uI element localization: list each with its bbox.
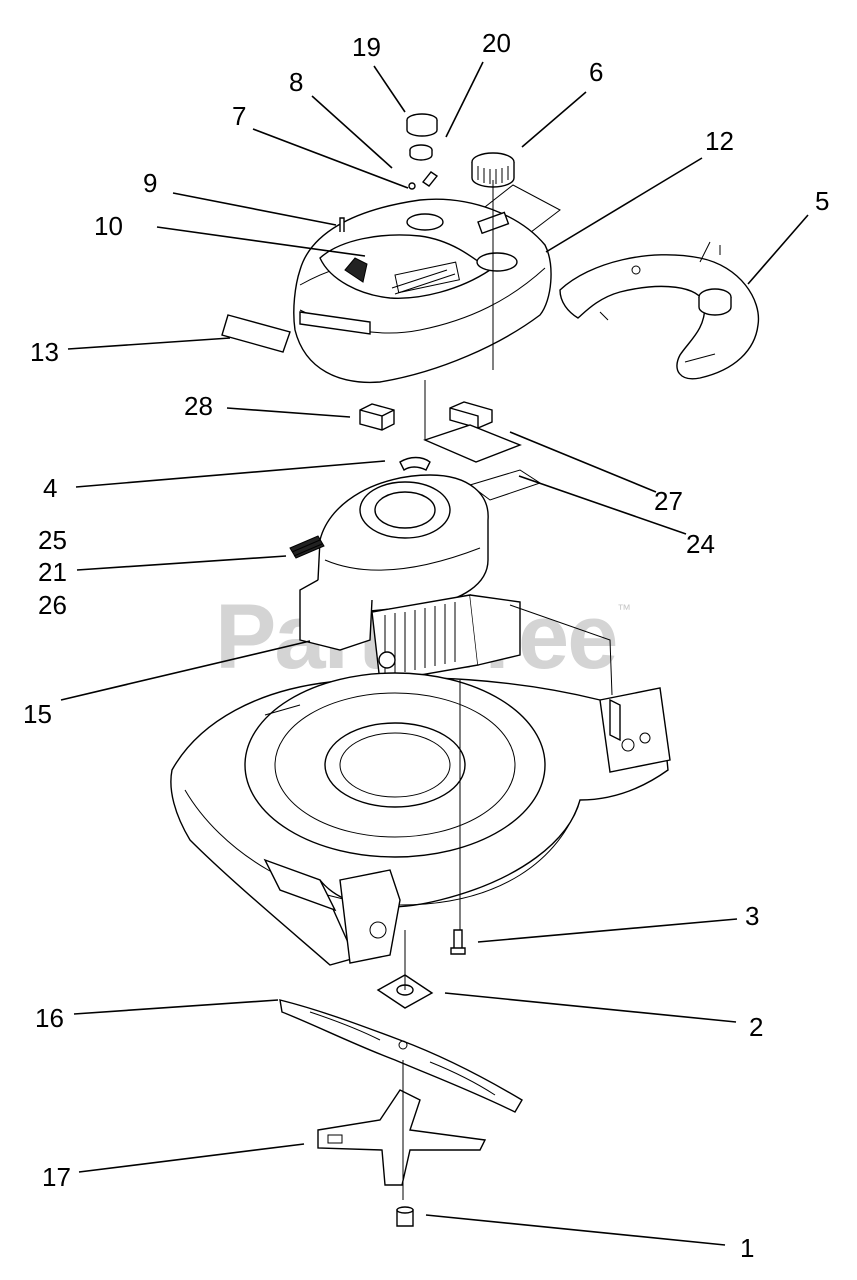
part-20-knob	[409, 144, 433, 161]
callout-19: 19	[352, 32, 381, 62]
part-19-cap	[406, 113, 438, 137]
watermark-trademark: ™	[617, 601, 631, 617]
part-3-bolt	[450, 929, 466, 955]
part-13-label	[221, 314, 291, 353]
leader-lines	[60, 61, 809, 1246]
callout-4: 4	[43, 473, 57, 503]
assembly-lines	[402, 180, 721, 1200]
part-15-engine	[289, 474, 521, 683]
callout-8: 8	[289, 67, 303, 97]
callout-7: 7	[232, 101, 246, 131]
callout-labels: 19 20 8 6 7 12 9 5 10 13 28 4 27 24 25 2…	[23, 28, 829, 1263]
part-5-side-cover	[559, 254, 760, 380]
callout-16: 16	[35, 1003, 64, 1033]
callout-2: 2	[749, 1012, 763, 1042]
part-27-gasket	[423, 424, 522, 463]
callout-5: 5	[815, 186, 829, 216]
callout-25: 25	[38, 525, 67, 555]
callout-26: 26	[38, 590, 67, 620]
part-16-blade	[279, 999, 523, 1113]
callout-17: 17	[42, 1162, 71, 1192]
callout-9: 9	[143, 168, 157, 198]
callout-6: 6	[589, 57, 603, 87]
part-6-fuel-cap	[471, 152, 515, 188]
part-28-foam	[359, 403, 395, 431]
part-7-8-fittings	[408, 171, 439, 190]
callout-27: 27	[654, 486, 683, 516]
callout-21: 21	[38, 557, 67, 587]
callout-10: 10	[94, 211, 123, 241]
part-1-nut	[396, 1206, 414, 1227]
callout-24: 24	[686, 529, 715, 559]
callout-15: 15	[23, 699, 52, 729]
mower-deck	[170, 604, 671, 966]
part-foam-right	[449, 401, 493, 429]
part-shroud-hood	[293, 198, 552, 384]
part-4-clip	[399, 456, 431, 472]
callout-20: 20	[482, 28, 511, 58]
callout-1: 1	[740, 1233, 754, 1263]
callout-12: 12	[705, 126, 734, 156]
part-17-blade-adapter	[317, 1089, 487, 1186]
callout-3: 3	[745, 901, 759, 931]
callout-28: 28	[184, 391, 213, 421]
callout-13: 13	[30, 337, 59, 367]
